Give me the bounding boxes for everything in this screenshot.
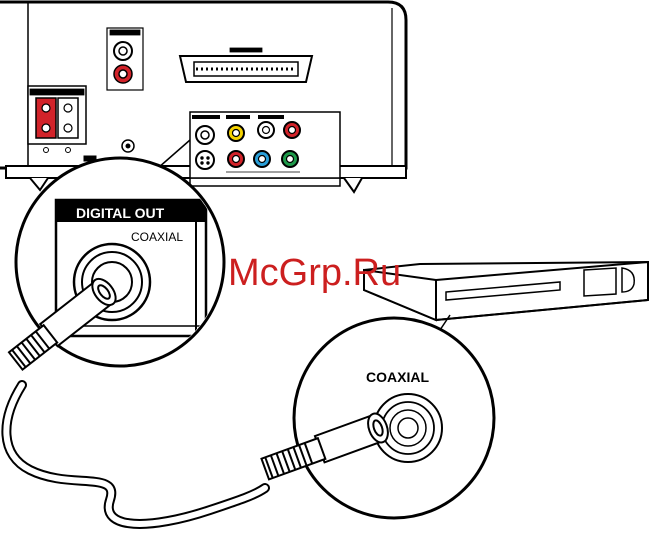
main-unit-back-panel (0, 2, 406, 192)
digital-out-label: DIGITAL OUT (76, 205, 165, 221)
coaxial-cable (6, 385, 265, 524)
external-device (364, 262, 648, 320)
zoom-circle-device-coaxial (294, 318, 494, 518)
coaxial-label-zoom: COAXIAL (131, 230, 183, 244)
watermark-text: McGrp.Ru (228, 252, 401, 295)
coaxial-label-device: COAXIAL (366, 369, 429, 385)
